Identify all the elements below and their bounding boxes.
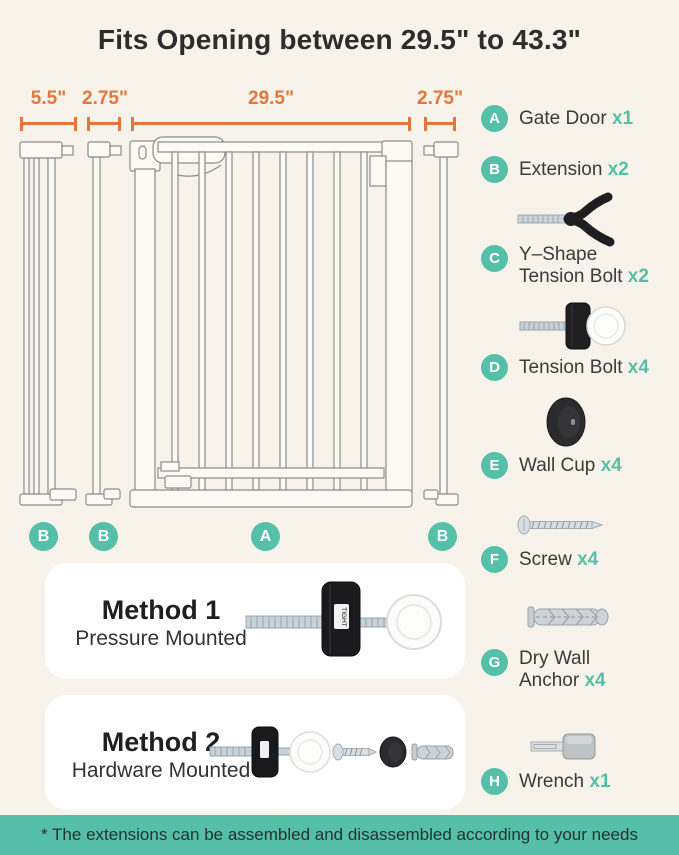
method-2-title: Method 2 (101, 727, 221, 757)
part-label: Extension x2 (519, 158, 629, 180)
part-letter-badge: F (481, 546, 508, 573)
part-letter-badge: H (481, 768, 508, 795)
part-label: Dry Wall Anchor x4 (519, 648, 606, 691)
method-2-text: Method 2 Hardware Mounted (55, 727, 267, 783)
part-letter-badge: A (481, 105, 508, 132)
gate-badge-extension-left: B (29, 522, 58, 551)
part-qty: x2 (627, 266, 649, 287)
part-label: Gate Door x1 (519, 107, 634, 129)
part-qty: x4 (600, 454, 622, 476)
measure-label-gate-29-5: 29.5" (248, 88, 294, 109)
extension-left-illustration (19, 141, 77, 506)
part-qty: x2 (607, 158, 629, 180)
part-label: Screw x4 (519, 548, 599, 570)
part-row-gate-door: A Gate Door x1 (481, 105, 633, 132)
part-label: Wrench x1 (519, 770, 611, 792)
measure-label-extension-5-5: 5.5" (30, 88, 67, 109)
part-label: Tension Bolt x4 (519, 356, 649, 378)
part-letter-badge: G (481, 649, 508, 676)
part-qty: x4 (627, 356, 649, 378)
wrench-icon (530, 733, 596, 760)
method-1-card: Method 1 Pressure Mounted TIG (45, 563, 465, 679)
part-label: Y–Shape Tension Bolt x2 (519, 244, 649, 287)
y-shape-tension-bolt-icon (517, 192, 615, 247)
part-qty: x1 (589, 770, 611, 792)
part-row-tension-bolt: D Tension Bolt x4 (481, 354, 649, 381)
part-letter-badge: E (481, 452, 508, 479)
gate-badge-extension-mid: B (89, 522, 118, 551)
part-qty: x1 (611, 107, 634, 129)
measure-label-extension-right-2-75: 2.75" (417, 88, 463, 109)
drywall-anchor-icon (527, 606, 609, 628)
part-row-y-shape-tension-bolt: C Y–Shape Tension Bolt x2 (481, 244, 649, 288)
part-row-drywall-anchor: G Dry Wall Anchor x4 (481, 648, 606, 692)
method-2-card: Method 2 Hardware Mounted (45, 695, 465, 810)
gate-door-illustration (129, 136, 413, 508)
measure-label-extension-2-75: 2.75" (82, 88, 128, 109)
method-2-subtitle: Hardware Mounted (71, 759, 251, 782)
part-row-extension: B Extension x2 (481, 156, 629, 183)
measure-bracket (20, 117, 77, 131)
part-letter-badge: B (481, 156, 508, 183)
part-row-screw: F Screw x4 (481, 546, 598, 573)
extension-mid-illustration (85, 141, 122, 506)
hardware-mount-parts-image (209, 726, 454, 778)
part-letter-badge: C (481, 245, 508, 272)
measure-bracket (87, 117, 121, 131)
part-qty: x4 (577, 548, 599, 570)
gate-assembly-illustration (19, 136, 459, 508)
part-letter-badge: D (481, 354, 508, 381)
part-row-wall-cup: E Wall Cup x4 (481, 452, 622, 479)
tension-bolt-icon (519, 302, 626, 350)
footer-note: * The extensions can be assembled and di… (0, 815, 679, 855)
page-title: Fits Opening between 29.5" to 43.3" (97, 24, 582, 55)
measure-bracket (424, 117, 456, 131)
part-row-wrench: H Wrench x1 (481, 768, 611, 795)
wall-cup-icon (546, 397, 586, 447)
measure-bracket (131, 117, 411, 131)
pressure-mount-bolt-image: TIGHT (245, 581, 442, 657)
gate-badge-gate-door: A (251, 522, 280, 551)
method-1-text: Method 1 Pressure Mounted (55, 595, 267, 651)
method-1-subtitle: Pressure Mounted (75, 627, 247, 650)
extension-right-illustration (423, 141, 459, 506)
part-qty: x4 (584, 670, 606, 691)
method-1-title: Method 1 (101, 595, 221, 625)
gate-badge-extension-right: B (428, 522, 457, 551)
screw-icon (517, 515, 604, 535)
tight-knob-label: TIGHT (340, 607, 347, 627)
part-label: Wall Cup x4 (519, 454, 622, 476)
